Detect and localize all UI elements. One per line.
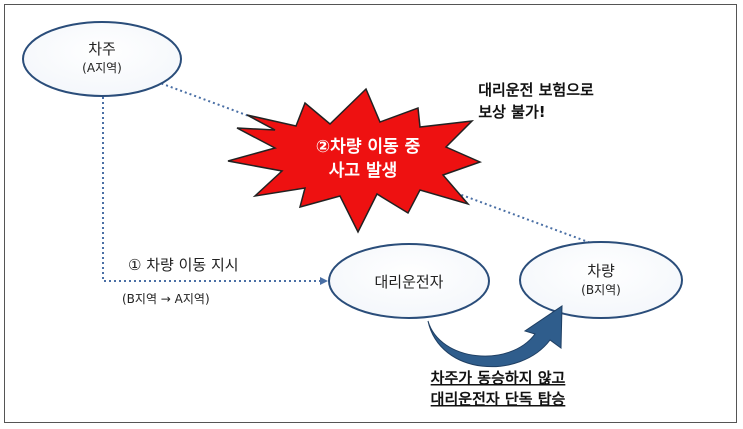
accident-line1: ②차량 이동 중 (316, 137, 421, 157)
boarding-note-line1: 차주가 동승하지 않고 (431, 369, 566, 387)
vehicle-node (519, 241, 683, 319)
accident-line2: 사고 발생 (329, 161, 397, 181)
instruction-sublabel: (B지역 → A지역) (122, 292, 210, 306)
instruction-arrow (102, 82, 328, 285)
boarding-curve-arrow (427, 305, 563, 368)
driver-label: 대리운전자 (374, 273, 443, 291)
instruction-label: ① 차량 이동 지시 (128, 256, 239, 274)
owner-node (22, 21, 182, 97)
boarding-note-line2: 대리운전자 단독 탑승 (431, 390, 566, 408)
insurance-callout-line1: 대리운전 보험으로 (478, 81, 594, 99)
insurance-callout-line2: 보상 불가! (478, 103, 545, 121)
owner-label: 차주 (88, 40, 116, 58)
vehicle-label: 차량 (587, 262, 615, 280)
vehicle-sublabel: (B지역) (581, 283, 621, 297)
accident-burst (227, 87, 483, 234)
driver-node (328, 243, 490, 319)
owner-sublabel: (A지역) (82, 61, 122, 75)
